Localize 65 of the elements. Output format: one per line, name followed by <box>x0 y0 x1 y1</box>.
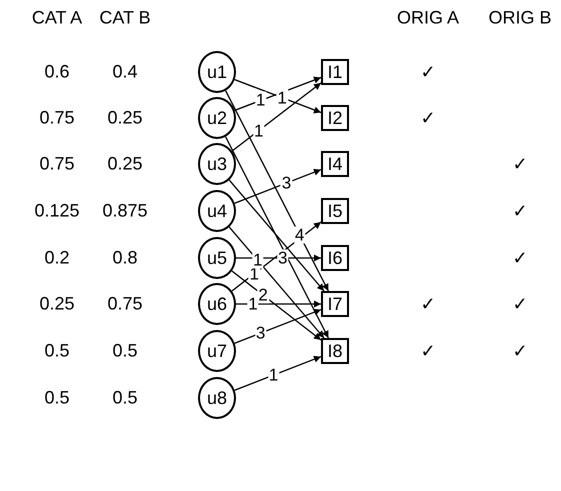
table-value: ✓ <box>512 153 528 175</box>
edge-label: 3 <box>254 324 266 342</box>
table-value: ✓ <box>420 107 436 129</box>
edge-label: 4 <box>294 226 306 244</box>
user-circle: u4 <box>198 190 236 232</box>
user-circle: u3 <box>198 143 236 185</box>
table-value: 0.5 <box>44 388 70 408</box>
table-value: 0.5 <box>44 340 70 362</box>
table-value: 0.75 <box>39 154 75 174</box>
user-circle: u7 <box>198 330 236 372</box>
table-value: 0.6 <box>44 62 70 82</box>
table-value: 0.25 <box>39 294 75 314</box>
table-value: 0.25 <box>107 154 143 174</box>
arrow <box>225 136 329 338</box>
table-value: 0.25 <box>107 108 143 128</box>
column-header: ORIG B <box>488 8 552 28</box>
arrow <box>234 168 322 204</box>
item-box: I5 <box>321 198 349 224</box>
arrow <box>225 90 329 292</box>
user-circle: u6 <box>198 283 236 325</box>
table-value: ✓ <box>512 247 528 269</box>
table-value: 0.2 <box>44 248 70 268</box>
column-header: ORIG A <box>397 8 459 28</box>
table-value: ✓ <box>512 293 528 315</box>
item-box: I2 <box>321 105 349 131</box>
arrow <box>232 222 322 292</box>
edge-label: 2 <box>257 286 269 304</box>
edge-label: 3 <box>277 250 288 266</box>
table-value: 0.75 <box>39 108 75 128</box>
item-box: I1 <box>321 59 349 85</box>
table-value: 0.8 <box>112 248 138 268</box>
item-box: I8 <box>321 338 349 364</box>
edge-label: 1 <box>252 122 264 140</box>
table-value: ✓ <box>512 340 528 362</box>
column-header: CAT B <box>99 8 151 28</box>
table-value: 0.4 <box>112 62 138 82</box>
table-value: 0.5 <box>112 340 138 362</box>
item-box: I6 <box>321 245 349 271</box>
user-circle: u8 <box>198 377 236 419</box>
edge-label: 1 <box>276 89 288 106</box>
arrow <box>234 308 322 344</box>
table-value: 0.125 <box>34 200 80 222</box>
item-box: I4 <box>321 151 349 177</box>
column-header: CAT A <box>32 8 82 28</box>
edge-label: 1 <box>252 252 264 269</box>
table-value: 0.5 <box>112 388 138 408</box>
table-value: ✓ <box>420 61 436 83</box>
arrow <box>232 270 322 340</box>
edge-label: 1 <box>247 296 259 312</box>
user-circle: u2 <box>198 97 236 139</box>
user-circle: u1 <box>198 51 236 93</box>
user-circle: u5 <box>198 237 236 279</box>
arrow <box>232 82 322 152</box>
table-value: 0.75 <box>107 294 143 314</box>
arrow <box>234 356 322 391</box>
arrow <box>228 226 325 338</box>
edge-label: 3 <box>280 174 292 192</box>
table-value: ✓ <box>512 200 528 222</box>
arrow <box>228 180 325 292</box>
table-value: ✓ <box>420 340 436 362</box>
item-box: I7 <box>321 291 349 317</box>
arrow <box>236 254 321 262</box>
arrow <box>236 300 321 308</box>
table-value: ✓ <box>420 293 436 315</box>
table-value: 0.875 <box>102 200 148 222</box>
